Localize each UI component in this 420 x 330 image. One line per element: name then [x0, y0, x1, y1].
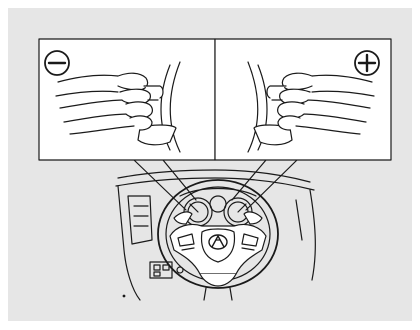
- right-callout: [215, 39, 391, 160]
- left-callout: [39, 39, 215, 160]
- wheel-hub: [170, 224, 266, 286]
- steering-wheel: [158, 180, 278, 300]
- wheel-left-paddle: [174, 212, 192, 224]
- plus-icon: [355, 51, 379, 75]
- callout-leader-lines: [134, 160, 297, 210]
- wheel-right-paddle: [244, 212, 262, 224]
